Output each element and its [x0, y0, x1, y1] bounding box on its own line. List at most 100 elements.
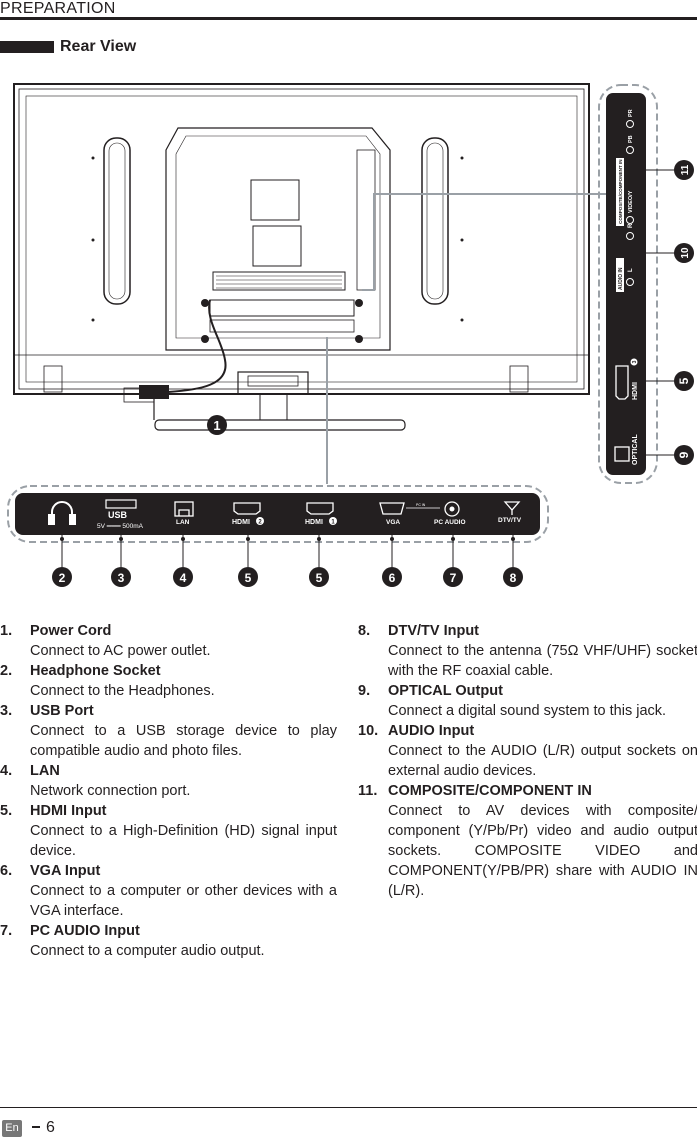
vga-label: VGA [386, 519, 400, 526]
item-title: COMPOSITE/COMPONENT IN [388, 783, 592, 799]
hdmi-3-label: HDMI [632, 382, 639, 400]
lan-port-icon [174, 501, 194, 517]
antenna-icon [503, 501, 521, 515]
section-header: PREPARATION [0, 0, 116, 17]
item-desc: Connect to a USB storage device to play … [30, 723, 337, 759]
callout-8: 8 [503, 567, 523, 587]
item-title: VGA Input [30, 863, 101, 879]
callout-5-side: 5 [674, 371, 694, 391]
side-connector-panel: OPTICAL HDMI 3 AUDIO IN L R COMPOSITE/CO… [598, 84, 658, 484]
svg-text:1: 1 [213, 418, 220, 433]
svg-text:2: 2 [258, 520, 262, 526]
headphone-icon [48, 501, 76, 525]
item-desc: Connect to the AUDIO (L/R) output socket… [388, 743, 697, 779]
svg-text:9: 9 [677, 451, 691, 458]
hdmi-2-port-icon [233, 502, 261, 515]
item-desc: Connect to a High-Definition (HD) signal… [30, 823, 337, 859]
item-desc: Connect to the Headphones. [30, 683, 215, 699]
callout-4: 4 [173, 567, 193, 587]
callout-9: 9 [674, 445, 694, 465]
item-desc: Connect a digital sound system to this j… [388, 703, 667, 719]
tv-rear-body [13, 83, 590, 431]
bottom-connector-panel: USB 5V ═══ 500mA LAN HDMI 2 HDMI 1 VGA P… [7, 485, 549, 543]
svg-text:3: 3 [118, 571, 125, 585]
callout-2: 2 [52, 567, 72, 587]
svg-text:PR: PR [628, 109, 634, 117]
item-title: AUDIO Input [388, 723, 475, 739]
svg-text:4: 4 [180, 571, 187, 585]
item-title: PC AUDIO Input [30, 923, 140, 939]
svg-text:10: 10 [680, 247, 691, 259]
callout-7: 7 [443, 567, 463, 587]
callout-5b: 5 [309, 567, 329, 587]
svg-text:2: 2 [59, 571, 66, 585]
item-desc: Connect to a computer audio output. [30, 943, 265, 959]
svg-text:PC IN: PC IN [416, 503, 426, 507]
item-title: HDMI Input [30, 803, 107, 819]
dtv-label: DTV/TV [498, 517, 522, 524]
svg-text:6: 6 [389, 571, 396, 585]
power-cord [139, 299, 227, 420]
svg-text:3: 3 [632, 360, 638, 363]
svg-text:R: R [628, 223, 634, 228]
svg-text:8: 8 [510, 571, 517, 585]
item-desc: Connect to a computer or other devices w… [30, 883, 337, 919]
svg-text:VIDEO/Y: VIDEO/Y [628, 190, 634, 213]
item-title: Power Cord [30, 623, 112, 639]
lan-label: LAN [176, 519, 190, 526]
svg-text:11: 11 [680, 164, 691, 175]
item-title: DTV/TV Input [388, 623, 480, 639]
composite-in-label: COMPOSITE/COMPONENT IN [618, 159, 623, 224]
callout-10: 10 [674, 243, 694, 263]
callout-3: 3 [111, 567, 131, 587]
svg-text:L: L [628, 268, 634, 272]
hdmi-1-port-icon [306, 502, 334, 515]
optical-port-icon [614, 446, 630, 462]
callout-1: 1 [207, 415, 227, 435]
callout-6: 6 [382, 567, 402, 587]
footer-rule [0, 1107, 697, 1108]
rear-view-diagram: 1 USB 5V ═══ 500mA LAN HDMI 2 HDMI 1 [7, 83, 694, 587]
callout-5a: 5 [238, 567, 258, 587]
svg-text:1: 1 [331, 520, 335, 526]
usb-rating: 5V ═══ 500mA [97, 523, 144, 530]
page-number: 6 [46, 1119, 55, 1136]
pc-audio-jack-icon [444, 501, 460, 517]
vga-port-icon [379, 502, 405, 515]
item-desc: Network connection port. [30, 783, 191, 799]
audio-in-label: AUDIO IN [618, 267, 624, 290]
item-desc: Connect to the antenna (75Ω VHF/UHF) soc… [388, 643, 697, 679]
hdmi-1-label: HDMI [305, 519, 323, 526]
item-title: USB Port [30, 703, 94, 719]
item-desc: Connect to AV devices with composite/ co… [388, 803, 697, 899]
language-badge: En [2, 1120, 22, 1137]
section-title: Rear View [60, 38, 137, 55]
footer-dash [32, 1126, 40, 1128]
svg-text:5: 5 [245, 571, 252, 585]
section-marker [0, 41, 54, 53]
hdmi-3-port-icon [615, 365, 629, 400]
item-title: OPTICAL Output [388, 683, 503, 699]
callout-11: 11 [674, 160, 694, 180]
header-rule [0, 17, 697, 20]
svg-text:5: 5 [316, 571, 323, 585]
svg-text:5: 5 [677, 377, 691, 384]
hdmi-2-label: HDMI [232, 519, 250, 526]
item-desc: Connect to AC power outlet. [30, 643, 211, 659]
pc-audio-label: PC AUDIO [434, 519, 466, 526]
item-title: Headphone Socket [30, 663, 161, 679]
usb-label: USB [108, 510, 128, 520]
